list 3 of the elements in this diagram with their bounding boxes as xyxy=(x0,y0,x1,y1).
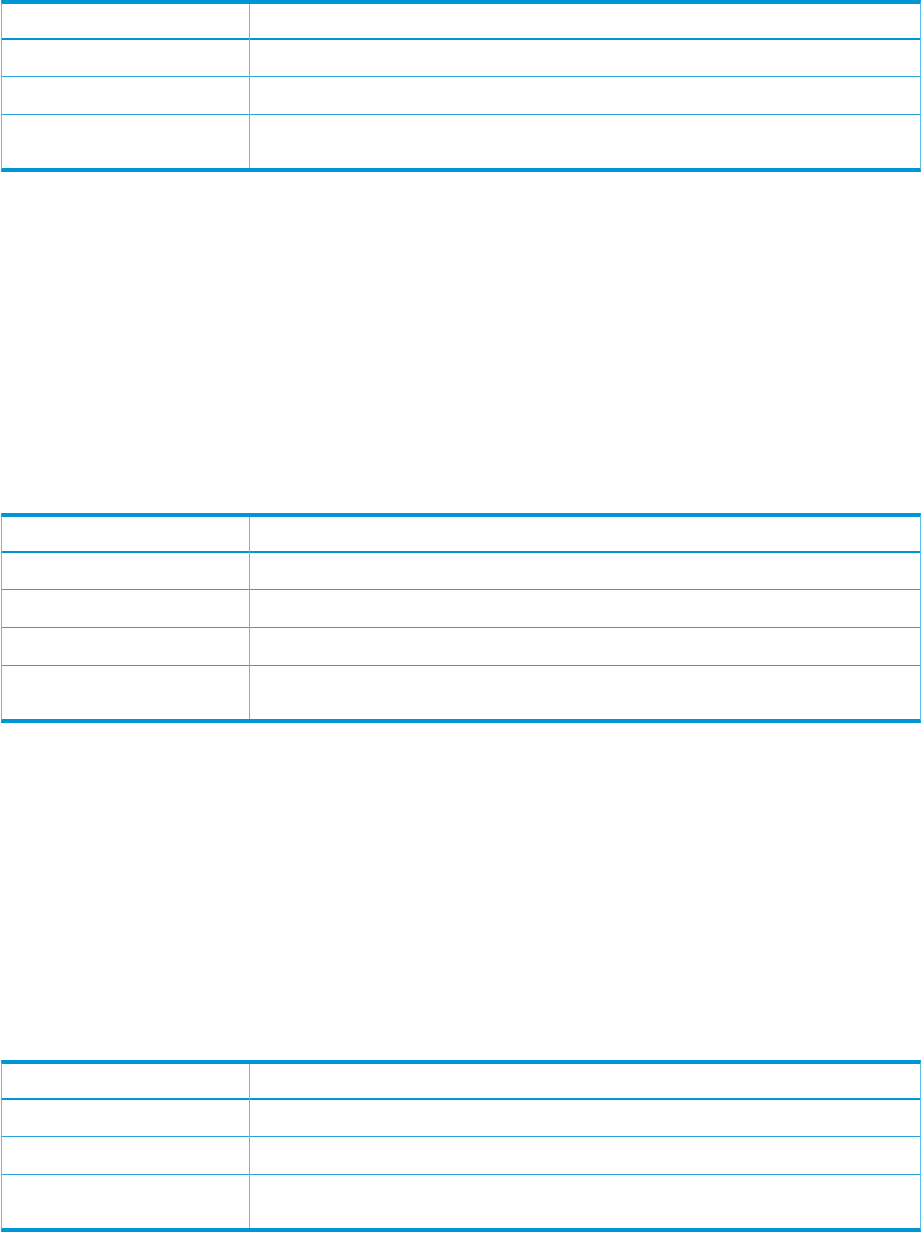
empty-table xyxy=(1,513,921,723)
empty-table xyxy=(1,1060,921,1232)
empty-table xyxy=(1,0,921,172)
